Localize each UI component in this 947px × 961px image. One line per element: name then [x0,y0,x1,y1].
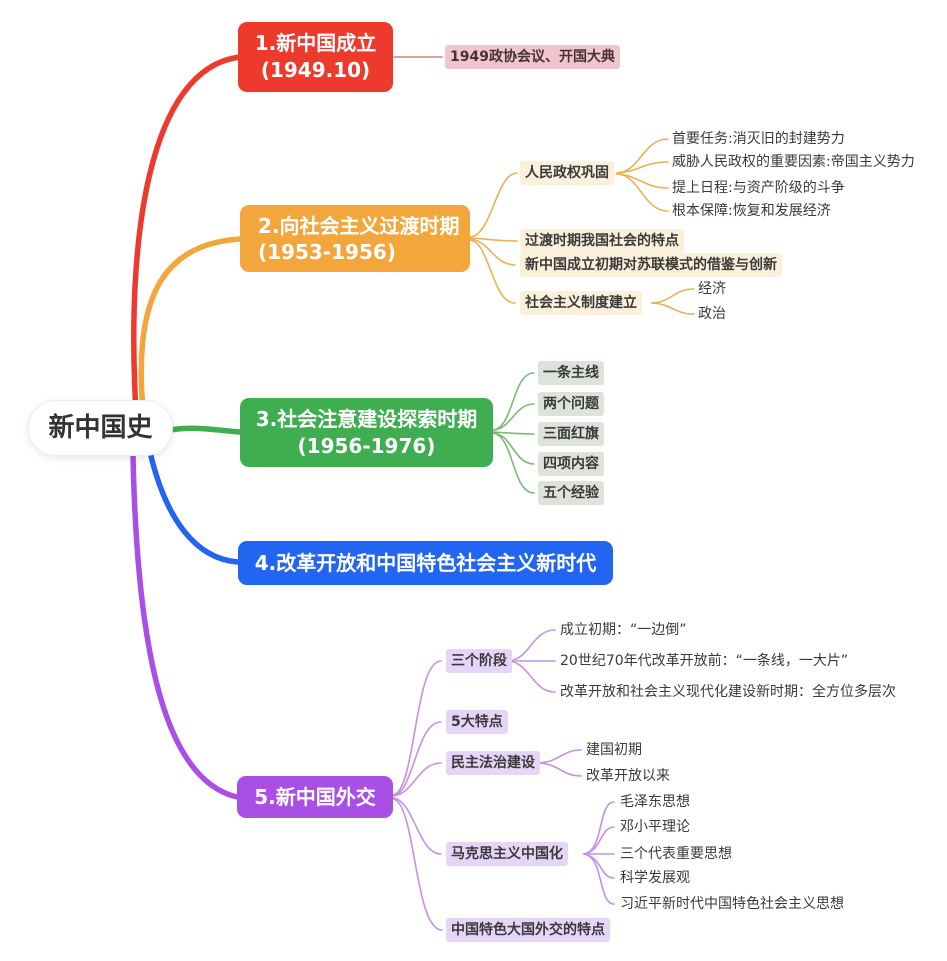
branch3-line [167,425,243,435]
branch1-date: (1949.10) [260,58,371,82]
branch2-item-economy[interactable]: 经济 [698,281,726,297]
branch5-topic-five-features[interactable]: 5大特点 [446,710,508,734]
branch3-topic-two-problems[interactable]: 两个问题 [538,392,604,416]
branch3-topic-three-red-banners[interactable]: 三面红旗 [538,422,604,446]
branch5-node[interactable]: 5.新中国外交 [237,776,393,818]
branch4-node[interactable]: 4.改革开放和中国特色社会主义新时代 [238,541,613,585]
branch3-title: 3.社会注意建设探索时期 [255,407,478,431]
branch2-item[interactable]: 威胁人民政权的重要因素:帝国主义势力 [672,154,915,170]
branch3-node[interactable]: 3.社会注意建设探索时期 (1956-1976) [240,398,493,467]
branch2-sublines [469,138,695,315]
root-node[interactable]: 新中国史 [28,400,173,456]
branch3-topic-five-experiences[interactable]: 五个经验 [538,481,604,505]
branch3-topic-main-line[interactable]: 一条主线 [538,361,604,385]
branch5-item[interactable]: 建国初期 [586,742,642,758]
branch2-topic-transition-society[interactable]: 过渡时期我国社会的特点 [520,229,684,253]
branch3-topic-four-contents[interactable]: 四项内容 [538,452,604,476]
branch2-date: (1953-1956) [258,240,396,264]
branch5-line [130,452,240,800]
branch2-topic-socialist-system[interactable]: 社会主义制度建立 [520,291,642,315]
branch5-topic-major-country-diplomacy[interactable]: 中国特色大国外交的特点 [446,918,610,942]
branch5-item[interactable]: 邓小平理论 [620,819,690,835]
branch5-topic-sinicization-marxism[interactable]: 马克思主义中国化 [446,842,568,866]
branch5-item[interactable]: 改革开放和社会主义现代化建设新时期：全方位多层次 [560,684,896,700]
branch5-item[interactable]: 习近平新时代中国特色社会主义思想 [620,896,844,912]
branch5-item[interactable]: 成立初期：“一边倒” [560,622,687,638]
branch3-date: (1956-1976) [297,434,436,458]
branch3-sublines [492,372,535,494]
branch5-item[interactable]: 毛泽东思想 [620,794,690,810]
branch2-item[interactable]: 首要任务:消灭旧的封建势力 [672,131,845,147]
branch5-item[interactable]: 20世纪70年代改革开放前：“一条线，一大片” [560,653,849,669]
branch5-topic-three-stages[interactable]: 三个阶段 [446,649,512,673]
branch1-title: 1.新中国成立 [254,31,377,55]
branch2-title: 2.向社会主义过渡时期 [258,214,460,238]
branch2-line [138,236,243,413]
branch5-topic-rule-of-law[interactable]: 民主法治建设 [446,751,540,775]
branch5-sublines [392,629,615,931]
branch2-item[interactable]: 根本保障:恢复和发展经济 [672,203,831,219]
branch5-item[interactable]: 科学发展观 [620,870,690,886]
main-branch-lines [130,54,243,800]
branch5-item[interactable]: 改革开放以来 [586,768,670,784]
branch2-topic-soviet-model[interactable]: 新中国成立初期对苏联模式的借鉴与创新 [520,253,782,277]
branch1-line [131,54,243,415]
branch5-item[interactable]: 三个代表重要思想 [620,846,732,862]
branch1-child-1949-events[interactable]: 1949政协会议、开国大典 [445,45,620,69]
branch1-node[interactable]: 1.新中国成立 (1949.10) [238,22,393,92]
branch2-topic-regime-consolidation[interactable]: 人民政权巩固 [520,161,614,185]
branch2-item-politics[interactable]: 政治 [698,306,726,322]
branch2-item[interactable]: 提上日程:与资产阶级的斗争 [672,180,845,196]
branch4-line [147,449,241,565]
branch2-node[interactable]: 2.向社会主义过渡时期 (1953-1956) [240,205,470,272]
